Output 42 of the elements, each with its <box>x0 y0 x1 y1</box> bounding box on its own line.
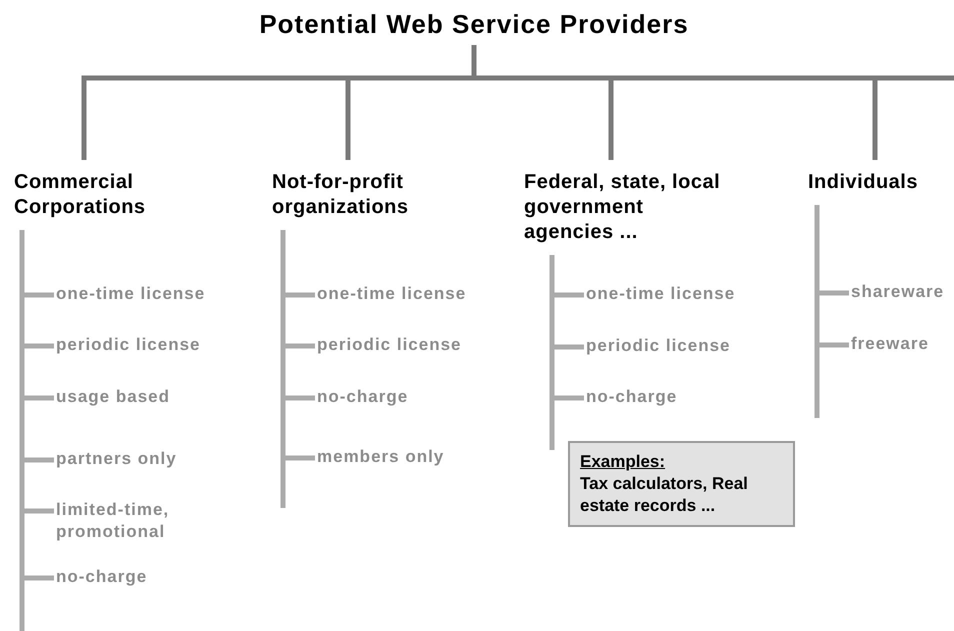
root-node-label: Potential Web Service Providers <box>259 8 689 40</box>
connector-trunk-line <box>814 205 820 418</box>
connector-line <box>283 292 315 298</box>
connector-line <box>22 292 54 298</box>
connector-trunk-line <box>20 230 24 631</box>
box-heading: Examples: <box>580 451 666 473</box>
connector-line <box>552 292 584 298</box>
item-label: no-charge <box>56 566 148 588</box>
connector-line <box>552 396 584 400</box>
connector-trunk-line <box>280 230 286 508</box>
item-label: shareware <box>851 281 946 303</box>
connector-line <box>22 508 54 514</box>
item-label: usage based <box>56 386 171 408</box>
item-label: periodic license <box>586 335 732 357</box>
connector-line <box>22 344 54 348</box>
connector-line <box>22 576 54 580</box>
category-heading: Federal, state, local government agencies ... <box>524 170 722 245</box>
connector-trunk-line <box>550 255 554 450</box>
item-label: limited-time, promotional <box>56 499 170 543</box>
connector-line <box>283 396 315 400</box>
item-label: partners only <box>56 448 178 470</box>
item-label: freeware <box>851 333 930 355</box>
connector-line <box>817 290 849 296</box>
item-label: periodic license <box>317 334 462 356</box>
connector-line <box>22 396 54 400</box>
connector-line <box>283 456 315 460</box>
item-label: one-time license <box>56 283 206 305</box>
box-text: Tax calculators, Real estate records ... <box>580 473 749 517</box>
item-label: periodic license <box>56 334 202 356</box>
connector-line <box>283 344 315 348</box>
connector-line <box>22 458 54 462</box>
example-note-box <box>568 441 795 527</box>
category-heading: Not-for-profit organizations <box>272 170 410 220</box>
item-label: no-charge <box>586 386 678 408</box>
category-heading: Commercial Corporations <box>14 170 147 220</box>
item-label: no-charge <box>317 386 410 408</box>
item-label: one-time license <box>586 283 736 305</box>
connector-line <box>817 342 849 348</box>
category-heading: Individuals <box>808 170 919 195</box>
item-label: one-time license <box>317 283 468 305</box>
connector-line <box>552 344 584 350</box>
item-label: members only <box>317 446 446 468</box>
